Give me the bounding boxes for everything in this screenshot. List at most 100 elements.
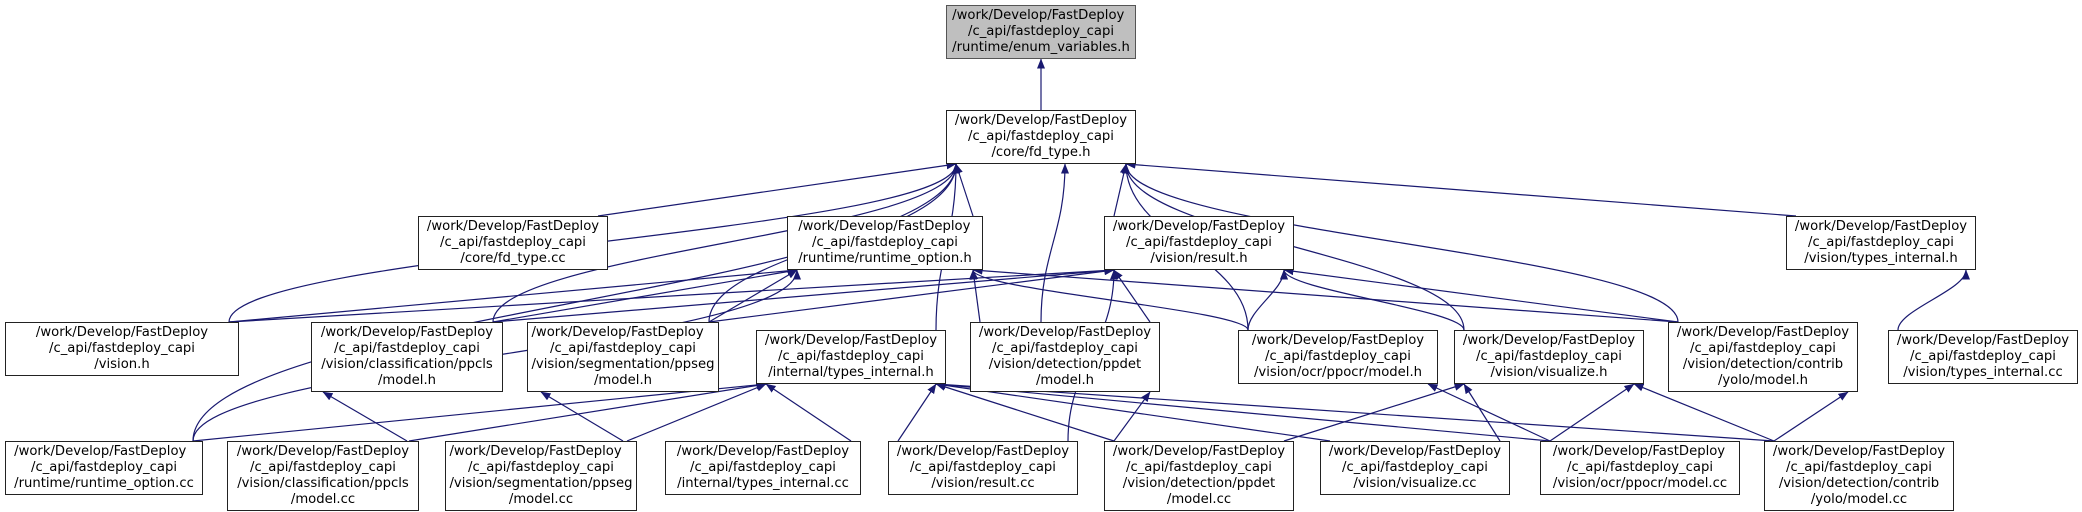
- edge-runtime-option-cc-to-fd-type-h: [192, 163, 960, 442]
- node-label-line: /work/Develop/FastDeploy: [978, 325, 1152, 340]
- edge-vision-types-internal-h-to-fd-type-h: [1125, 160, 1797, 217]
- node-ppdet-model-cc[interactable]: /work/Develop/FastDeploy/c_api/fastdeplo…: [1104, 441, 1294, 511]
- node-label-line: /work/Develop/FastDeploy: [1772, 444, 1946, 459]
- edge-visualize-cc-to-internal-types-internal-h: [935, 381, 1331, 442]
- node-ppcls-model-h[interactable]: /work/Develop/FastDeploy/c_api/fastdeplo…: [311, 322, 503, 392]
- node-label-line: /c_api/fastdeploy_capi: [468, 460, 614, 475]
- edge-internal-types-internal-cc-to-internal-types-internal-h: [765, 383, 852, 442]
- node-ppseg-model-h[interactable]: /work/Develop/FastDeploy/c_api/fastdeplo…: [527, 322, 719, 392]
- node-label-line: /vision/segmentation/ppseg: [531, 357, 715, 372]
- node-label-line: /work/Develop/FastDeploy: [449, 444, 622, 459]
- node-label-line: /work/Develop/FastDeploy: [1251, 333, 1425, 348]
- node-label-line: /c_api/fastdeploy_capi: [1690, 341, 1836, 356]
- edge-ppcls-model-cc-to-ppcls-model-h: [322, 391, 408, 442]
- node-label-line: /vision/ocr/ppocr/model.cc: [1552, 476, 1728, 491]
- node-label-line: /work/Develop/FastDeploy: [320, 325, 494, 340]
- edge-ppocr-model-cc-to-ppocr-model-h: [1427, 383, 1551, 442]
- node-label-line: /model.h: [593, 373, 653, 388]
- node-label-line: /c_api/fastdeploy_capi: [1265, 349, 1411, 364]
- edge-fd-type-cc-to-fd-type-h: [597, 161, 957, 217]
- node-label-line: /internal/types_internal.cc: [677, 476, 849, 491]
- edge-result-cc-to-internal-types-internal-h: [897, 383, 937, 442]
- node-runtime-option-h[interactable]: /work/Develop/FastDeploy/c_api/fastdeplo…: [787, 216, 983, 270]
- node-label-line: /runtime/enum_variables.h: [952, 40, 1130, 55]
- node-label-line: /vision/result.h: [1150, 251, 1248, 266]
- node-label-line: /model.h: [1035, 373, 1095, 388]
- node-label-line: /runtime/runtime_option.h: [798, 251, 972, 266]
- node-label-line: /c_api/fastdeploy_capi: [1342, 460, 1488, 475]
- node-internal-types-internal-cc[interactable]: /work/Develop/FastDeploy/c_api/fastdeplo…: [665, 441, 861, 495]
- edge-vision-result-h-to-fd-type-h: [1113, 163, 1128, 217]
- edge-ppcls-model-h-to-runtime-option-h: [492, 267, 798, 323]
- node-internal-types-internal-h[interactable]: /work/Develop/FastDeploy/c_api/fastdeplo…: [756, 330, 946, 384]
- node-label-line: /vision/visualize.cc: [1353, 476, 1477, 491]
- node-label-line: /c_api/fastdeploy_capi: [910, 460, 1056, 475]
- node-vision-h[interactable]: /work/Develop/FastDeploy/c_api/fastdeplo…: [5, 322, 239, 376]
- node-ppocr-model-cc[interactable]: /work/Develop/FastDeploy/c_api/fastdeplo…: [1540, 441, 1740, 495]
- node-label-line: /c_api/fastdeploy_capi: [992, 341, 1138, 356]
- node-label-line: /work/Develop/FastDeploy: [426, 219, 600, 234]
- node-vision-types-internal-h[interactable]: /work/Develop/FastDeploy/c_api/fastdeplo…: [1786, 216, 1976, 270]
- node-label-line: /c_api/fastdeploy_capi: [812, 235, 958, 250]
- edge-visualize-h-to-fd-type-h: [1122, 163, 1465, 331]
- edge-yolo-model-cc-to-internal-types-internal-h: [935, 380, 1775, 442]
- node-label-line: /c_api/fastdeploy_capi: [968, 24, 1114, 39]
- node-label-line: /vision/detection/contrib: [1682, 357, 1844, 372]
- edge-ppseg-model-h-to-vision-result-h: [708, 267, 1115, 323]
- node-yolo-model-h[interactable]: /work/Develop/FastDeploy/c_api/fastdeplo…: [1668, 322, 1858, 392]
- node-visualize-h[interactable]: /work/Develop/FastDeploy/c_api/fastdeplo…: [1454, 330, 1644, 384]
- node-label-line: /work/Develop/FastDeploy: [14, 444, 187, 459]
- edge-vision-h-to-runtime-option-h: [228, 266, 798, 323]
- edge-ppdet-model-cc-to-ppdet-model-h: [1113, 391, 1151, 442]
- edge-runtime-option-cc-to-internal-types-internal-h: [192, 380, 767, 442]
- edge-ppseg-model-cc-to-internal-types-internal-h: [626, 383, 767, 442]
- edge-visualize-h-to-vision-result-h: [1280, 269, 1465, 331]
- node-label-line: /vision/visualize.h: [1490, 365, 1608, 380]
- node-label-line: /c_api/fastdeploy_capi: [778, 349, 924, 364]
- node-label-line: /model.h: [377, 373, 437, 388]
- edge-visualize-cc-to-visualize-h: [1463, 383, 1501, 442]
- node-label-line: /work/Develop/FastDeploy: [1794, 219, 1968, 234]
- graph-edges: [192, 58, 1970, 442]
- edge-ppcls-model-h-to-vision-result-h: [492, 266, 1115, 323]
- node-ppocr-model-h[interactable]: /work/Develop/FastDeploy/c_api/fastdeplo…: [1238, 330, 1438, 384]
- node-visualize-cc[interactable]: /work/Develop/FastDeploy/c_api/fastdeplo…: [1320, 441, 1510, 495]
- node-fd-type-cc[interactable]: /work/Develop/FastDeploy/c_api/fastdeplo…: [418, 216, 608, 270]
- node-vision-types-internal-cc[interactable]: /work/Develop/FastDeploy/c_api/fastdeplo…: [1888, 330, 2078, 384]
- edge-vision-types-internal-cc-to-vision-types-internal-h: [1897, 269, 1970, 331]
- node-label-line: /work/Develop/FastDeploy: [1328, 444, 1502, 459]
- node-label-line: /c_api/fastdeploy_capi: [1567, 460, 1713, 475]
- edge-yolo-model-cc-to-visualize-h: [1633, 383, 1775, 442]
- node-ppcls-model-cc[interactable]: /work/Develop/FastDeploy/c_api/fastdeplo…: [227, 441, 419, 511]
- node-vision-result-h[interactable]: /work/Develop/FastDeploy/c_api/fastdeplo…: [1104, 216, 1294, 270]
- node-label-line: /c_api/fastdeploy_capi: [334, 341, 480, 356]
- edge-ppocr-model-cc-to-internal-types-internal-h: [935, 380, 1551, 442]
- node-yolo-model-cc[interactable]: /work/Develop/FastDeploy/c_api/fastdeplo…: [1764, 441, 1954, 511]
- node-label-line: /work/Develop/FastDeploy: [896, 444, 1070, 459]
- node-ppseg-model-cc[interactable]: /work/Develop/FastDeploy/c_api/fastdeplo…: [445, 441, 637, 511]
- edge-ppdet-model-cc-to-visualize-h: [1283, 383, 1465, 442]
- node-label-line: /c_api/fastdeploy_capi: [49, 341, 195, 356]
- node-label-line: /c_api/fastdeploy_capi: [1476, 349, 1622, 364]
- node-label-line: /work/Develop/FastDeploy: [954, 113, 1128, 128]
- node-runtime-option-cc[interactable]: /work/Develop/FastDeploy/c_api/fastdeplo…: [5, 441, 203, 495]
- node-label-line: /core/fd_type.cc: [460, 251, 566, 266]
- node-label-line: /c_api/fastdeploy_capi: [550, 341, 696, 356]
- node-result-cc[interactable]: /work/Develop/FastDeploy/c_api/fastdeplo…: [888, 441, 1078, 495]
- node-label-line: /work/Develop/FastDeploy: [1676, 325, 1850, 340]
- edge-yolo-model-h-to-fd-type-h: [1122, 163, 1679, 323]
- node-label-line: /model.cc: [508, 492, 574, 507]
- node-label-line: /work/Develop/FastDeploy: [952, 8, 1125, 23]
- node-label-line: /work/Develop/FastDeploy: [1462, 333, 1636, 348]
- node-label-line: /vision/classification/ppcls: [237, 476, 409, 491]
- node-ppdet-model-h[interactable]: /work/Develop/FastDeploy/c_api/fastdeplo…: [970, 322, 1160, 392]
- node-label-line: /model.cc: [290, 492, 356, 507]
- node-fd-type-h[interactable]: /work/Develop/FastDeploy/c_api/fastdeplo…: [946, 110, 1136, 164]
- node-label-line: /vision/types_internal.cc: [1903, 365, 2063, 380]
- edge-ppdet-model-h-to-fd-type-h: [1040, 163, 1069, 323]
- node-label-line: /c_api/fastdeploy_capi: [1126, 460, 1272, 475]
- edge-ppseg-model-cc-to-ppseg-model-h: [540, 391, 624, 442]
- node-label-line: /vision.h: [94, 357, 150, 372]
- node-enum-variables-h[interactable]: /work/Develop/FastDeploy/c_api/fastdeplo…: [946, 5, 1136, 59]
